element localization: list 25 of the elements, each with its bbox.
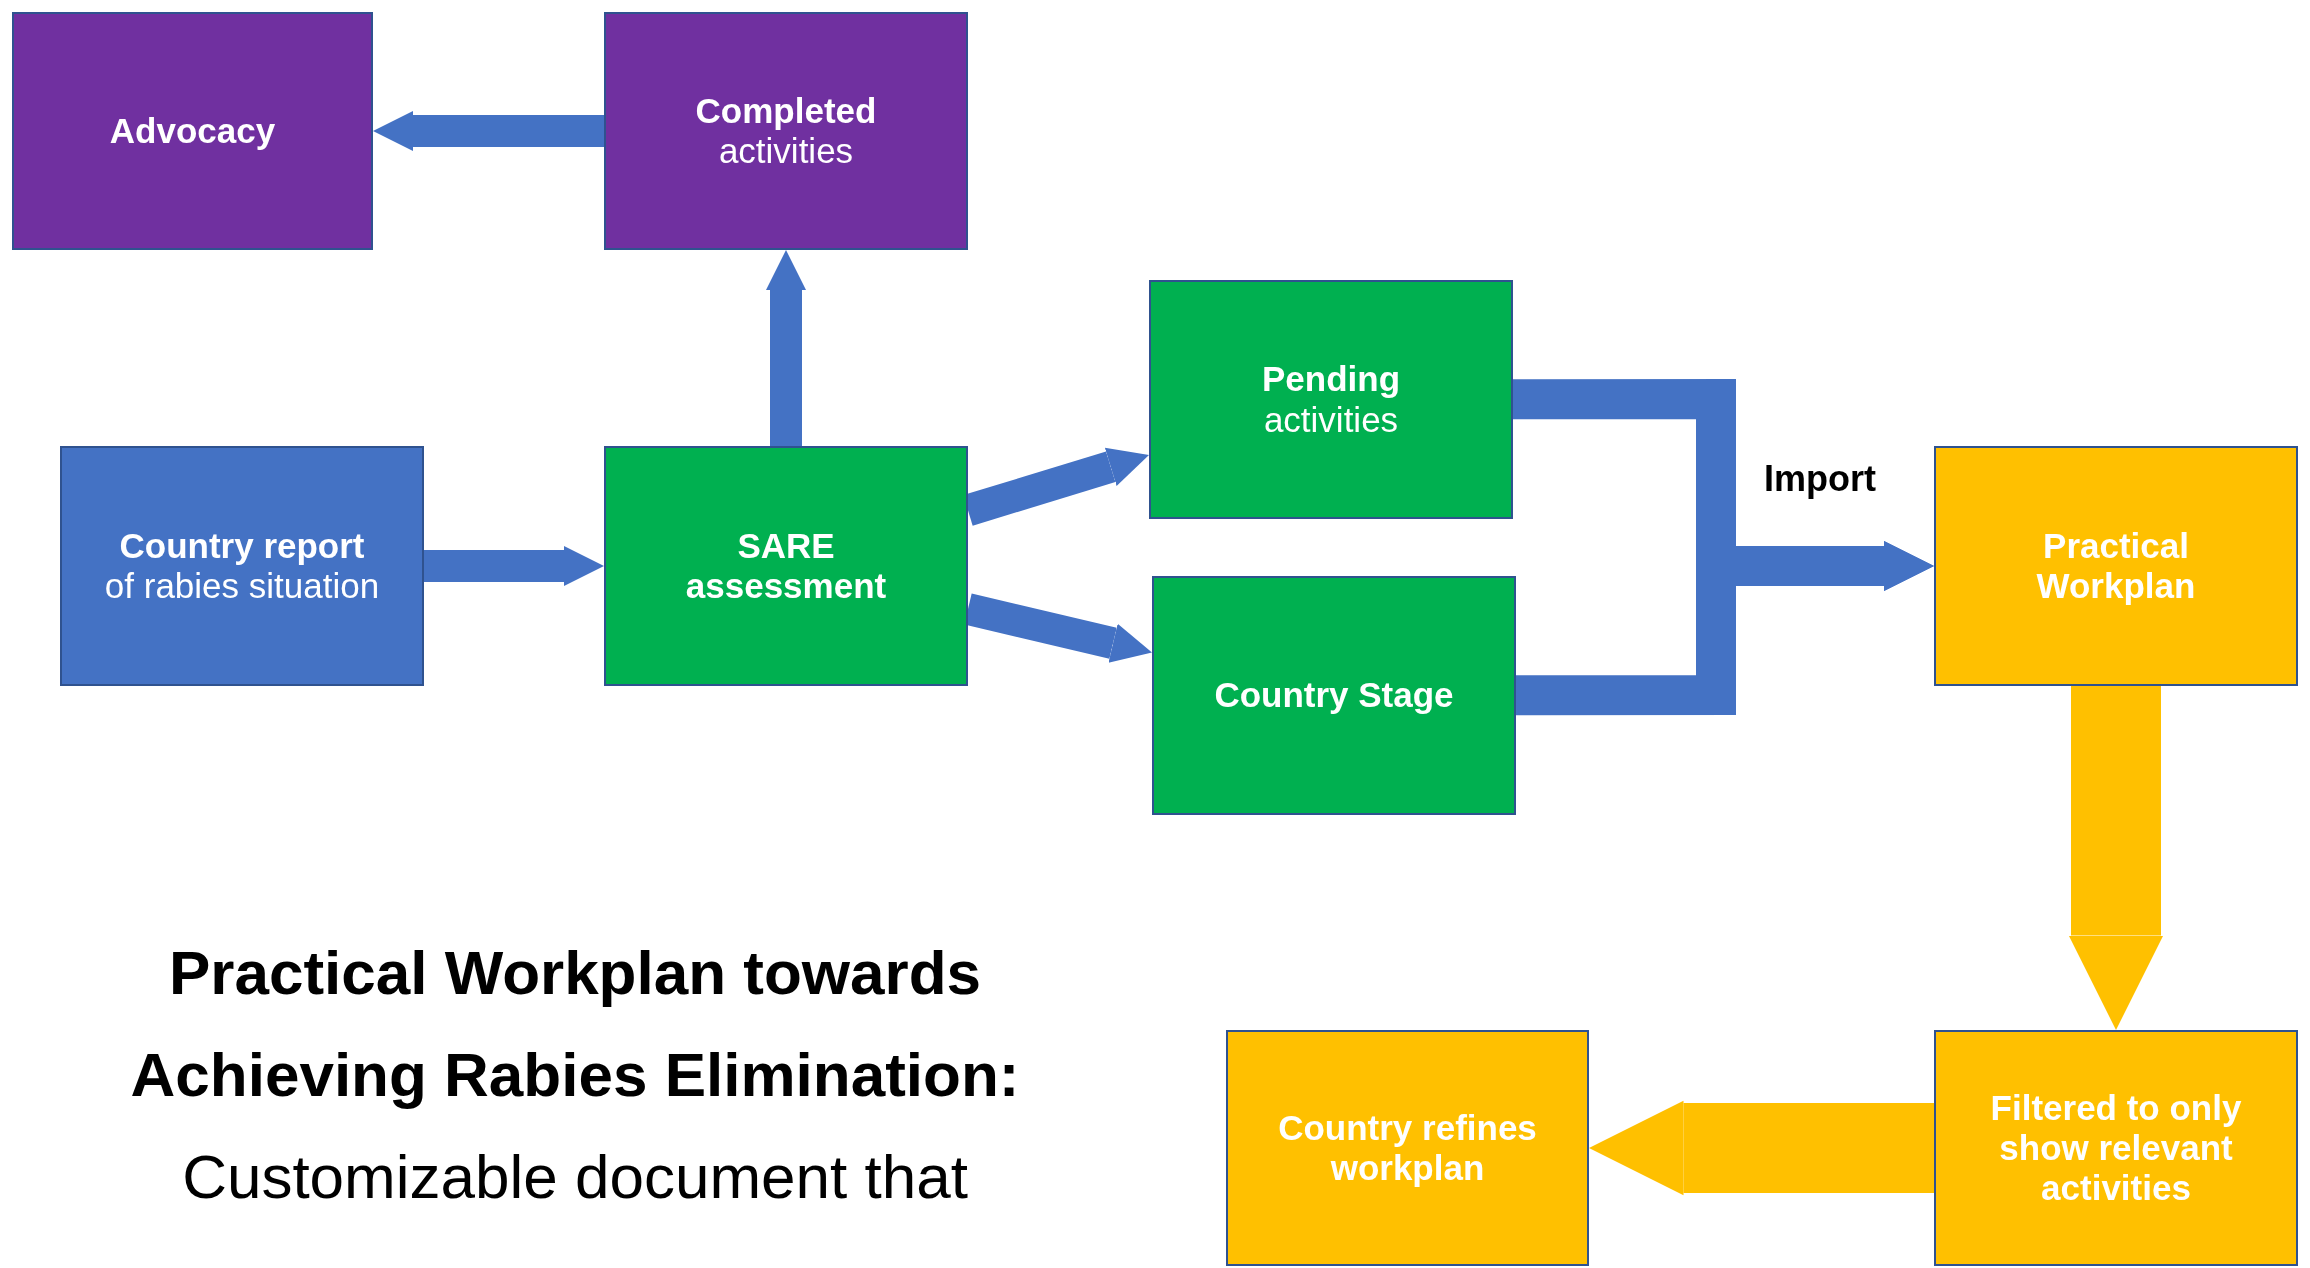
process-box (12, 12, 373, 250)
block-arrow (1589, 1100, 1934, 1196)
box-label: Completed activities (694, 90, 878, 172)
box-label: Practical Workplan (2035, 525, 2197, 607)
box-label: Country refines workplan (1277, 1107, 1538, 1189)
block-arrow (2068, 686, 2164, 1030)
block-arrow (373, 111, 604, 151)
box-label: Advocacy (109, 110, 276, 152)
box-label: Filtered to only show relevant activities (1989, 1087, 2243, 1209)
block-arrow (766, 250, 806, 446)
process-box (604, 12, 968, 250)
process-box (1226, 1030, 1589, 1266)
box-label: Pending activities (1260, 359, 1402, 440)
box-label: SARE assessment (684, 525, 888, 607)
caption-text: Practical Workplan towards Achieving Rabies Elimination: Customizable document that (129, 937, 1021, 1213)
process-box (60, 446, 424, 686)
process-box (1152, 576, 1516, 815)
process-box (1934, 1030, 2298, 1266)
block-arrow (424, 546, 604, 586)
block-arrow (1516, 541, 1934, 716)
process-box (1149, 280, 1513, 519)
box-label: Country Stage (1214, 675, 1454, 716)
process-box (1934, 446, 2298, 686)
box-label: Country report of rabies situation (104, 525, 380, 607)
process-box (604, 446, 968, 686)
